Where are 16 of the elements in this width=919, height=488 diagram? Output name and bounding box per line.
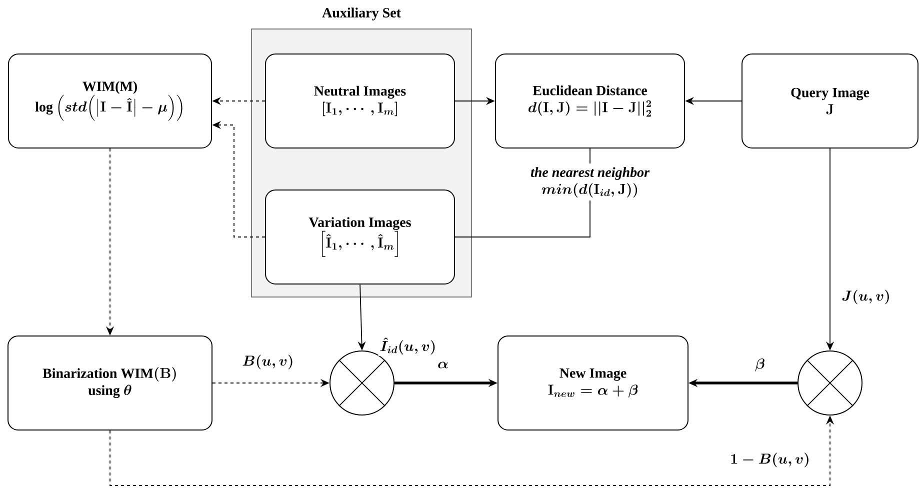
- edge-label: $J(u,v)$: [840, 288, 892, 306]
- process-box: Euclidean Distance $d(\mathbf{I},\mathbf{J})=||\mathbf{I}-\mathbf{J}||_2^2$: [495, 54, 685, 148]
- process-box: Neutral Images $[\mathbf{I}_1,\cdots,\mathbf{I}_m]$: [265, 54, 455, 148]
- multiplier-circle: [798, 350, 862, 416]
- edge-label: $\alpha$: [436, 360, 450, 370]
- process-box: $\begin{array}{c}\text{Binarization WIM}(\mathbf{B})\\ \text{using }\theta\end{array}$: [8, 336, 212, 430]
- edge-label: $\beta$: [754, 357, 766, 373]
- process-box: Query Image $\mathbf{J}$: [742, 54, 918, 148]
- process-box: WIM(M) $\log\Big(std\Big(\big|\mathbf{I}-\hat{\mathbf{I}}\big|-\mu\Big)\Big)$: [8, 54, 212, 148]
- edge-label: $\hat{I}_{id}(u,v)$: [378, 336, 438, 356]
- panel-title: Auxiliary Set: [322, 8, 401, 20]
- edge-label: $1-B(u,v)$: [728, 451, 812, 469]
- process-box: Variation Images $\Big[\hat{\mathbf{I}}_1,\cdots,\hat{\mathbf{I}}_m\Big]$: [265, 190, 455, 284]
- edge-label: $\begin{array}{c}\textit{the nearest neighbor}\\ min(d(\mathbf{I}_{id},\mathbf{J}))\end{array}$: [524, 164, 656, 200]
- edge-label: $B(u,v)$: [240, 353, 296, 371]
- process-box: New Image $\mathbf{I}_{new}=\alpha+\beta$: [498, 336, 688, 430]
